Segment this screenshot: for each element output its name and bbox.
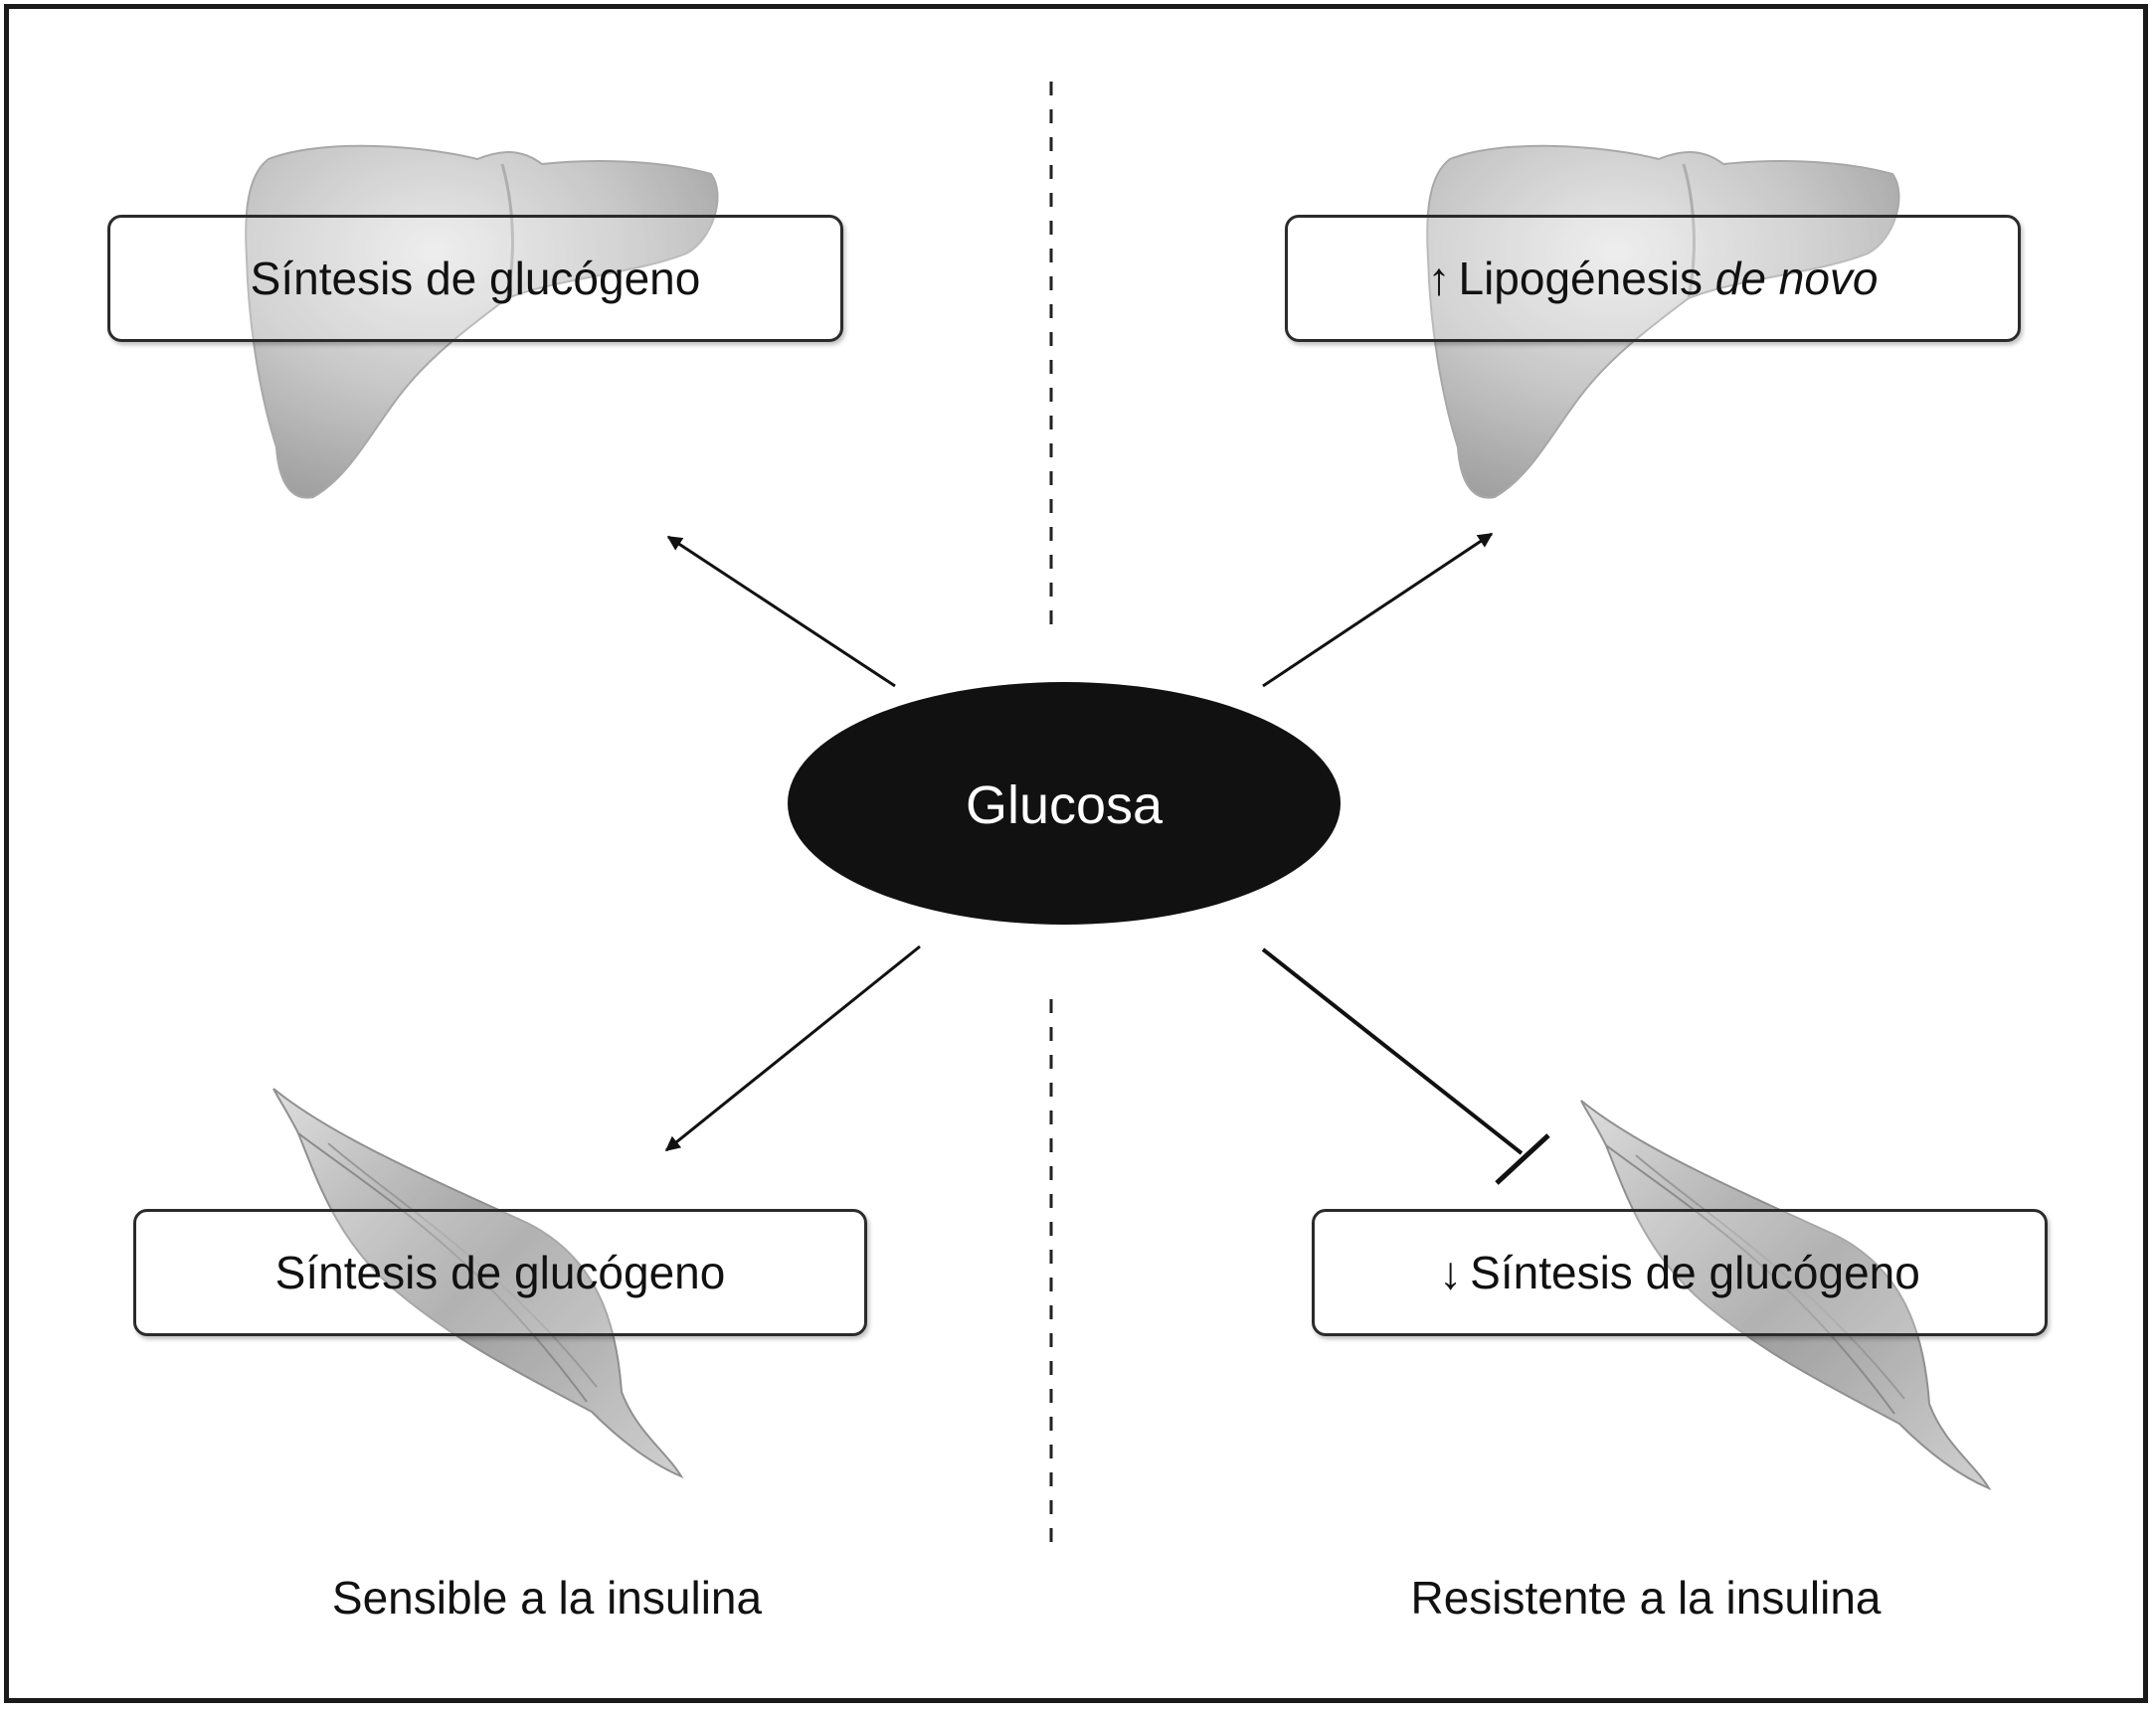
box-top-right: ↑ Lipogénesis de novo [1285, 215, 2021, 342]
inhibition-arrow [1261, 947, 1550, 1185]
glucose-label: Glucosa [965, 775, 1164, 835]
box-bottom-left-text: Síntesis de glucógeno [274, 1247, 726, 1298]
liver-icon [245, 144, 719, 499]
liver-icon [1426, 144, 1900, 499]
box-top-right-text: Lipogénesis [1458, 253, 1715, 304]
arrow-to-top-left [666, 535, 896, 688]
box-top-right-italic: de novo [1714, 253, 1879, 304]
arrow-to-bottom-left [664, 944, 921, 1152]
box-bottom-left: Síntesis de glucógeno [133, 1209, 867, 1336]
down-arrow-icon: ↓ [1439, 1247, 1463, 1298]
glucose-ellipse [788, 682, 1341, 925]
box-top-left: Síntesis de glucógeno [107, 215, 843, 342]
caption-left: Sensible a la insulina [331, 1572, 763, 1624]
up-arrow-icon: ↑ [1427, 253, 1451, 304]
caption-right: Resistente a la insulina [1410, 1572, 1882, 1624]
outer-frame [4, 4, 2148, 1703]
box-top-left-text: Síntesis de glucógeno [250, 253, 701, 304]
muscle-icon [1580, 1100, 1992, 1491]
box-bottom-right: ↓ Síntesis de glucógeno [1312, 1209, 2048, 1336]
arrow-to-top-right [1262, 532, 1494, 688]
box-bottom-right-text: Síntesis de glucógeno [1470, 1247, 1920, 1298]
